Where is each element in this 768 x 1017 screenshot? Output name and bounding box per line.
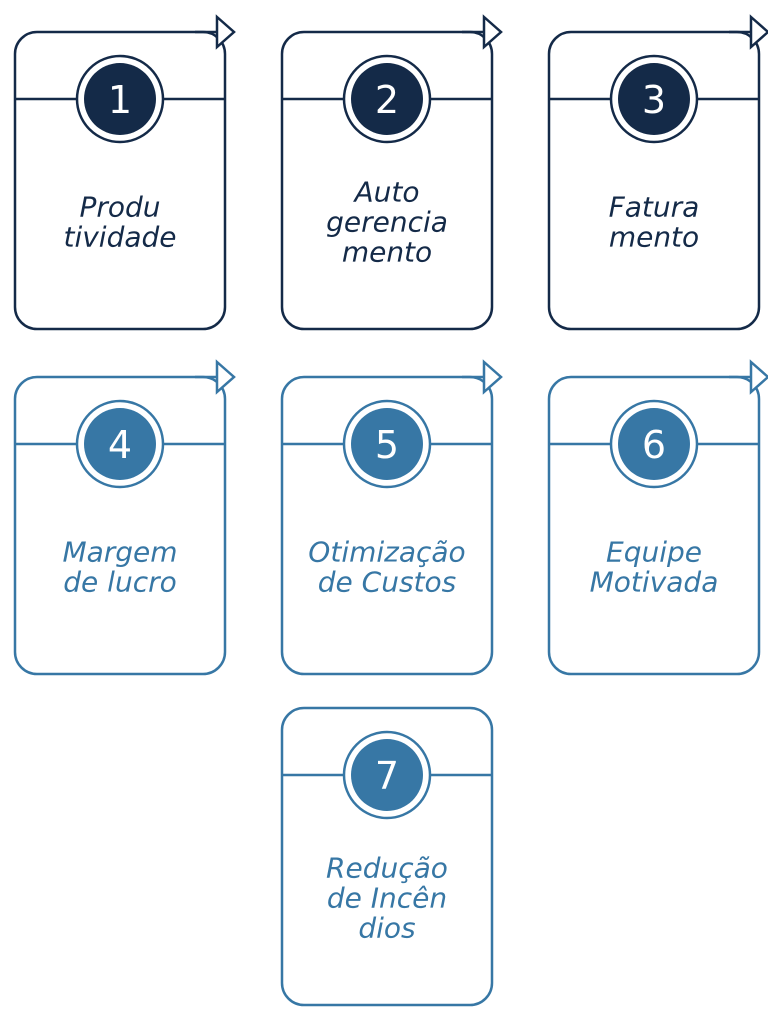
step-label-line: Equipe xyxy=(606,536,702,569)
arrow-head-icon xyxy=(215,359,236,395)
step-label-line: de Custos xyxy=(318,566,456,599)
number-badge xyxy=(351,408,423,480)
arrow-head-icon xyxy=(215,14,236,50)
step-number: 2 xyxy=(375,78,399,122)
step-label-line: Fatura xyxy=(609,191,700,224)
step-number: 6 xyxy=(642,423,666,467)
step-label-line: mento xyxy=(609,221,699,254)
card-frame xyxy=(280,706,494,1007)
number-badge xyxy=(618,408,690,480)
number-badge xyxy=(84,63,156,135)
arrow-head-icon xyxy=(482,359,503,395)
step-label-line: Auto xyxy=(352,176,419,209)
number-badge xyxy=(351,63,423,135)
card-frame xyxy=(280,375,494,676)
step-label-line: de lucro xyxy=(63,566,176,599)
arrow-head-icon xyxy=(749,14,768,50)
card-frame xyxy=(13,375,227,676)
card-frame xyxy=(280,30,494,331)
step-label-line: mento xyxy=(342,236,432,269)
step-label-line: de Incên xyxy=(327,882,447,915)
card-frame xyxy=(13,30,227,331)
number-badge xyxy=(84,408,156,480)
step-label-line: tividade xyxy=(63,221,176,254)
step-label-line: Motivada xyxy=(590,566,719,599)
step-label-line: Margem xyxy=(62,536,177,569)
card-frame xyxy=(547,30,761,331)
card-frame xyxy=(547,375,761,676)
step-label-line: Otimização xyxy=(308,536,465,569)
number-badge xyxy=(351,739,423,811)
arrow-head-icon xyxy=(482,14,503,50)
step-label-line: gerencia xyxy=(326,206,448,239)
step-number: 1 xyxy=(108,78,132,122)
step-number: 3 xyxy=(642,78,666,122)
step-number: 5 xyxy=(375,423,399,467)
step-label-line: dios xyxy=(358,912,415,945)
step-label-line: Redução xyxy=(326,852,448,885)
step-number: 4 xyxy=(108,423,132,467)
number-badge xyxy=(618,63,690,135)
arrow-head-icon xyxy=(749,359,768,395)
step-label-line: Produ xyxy=(79,191,160,224)
step-number: 7 xyxy=(375,754,399,798)
